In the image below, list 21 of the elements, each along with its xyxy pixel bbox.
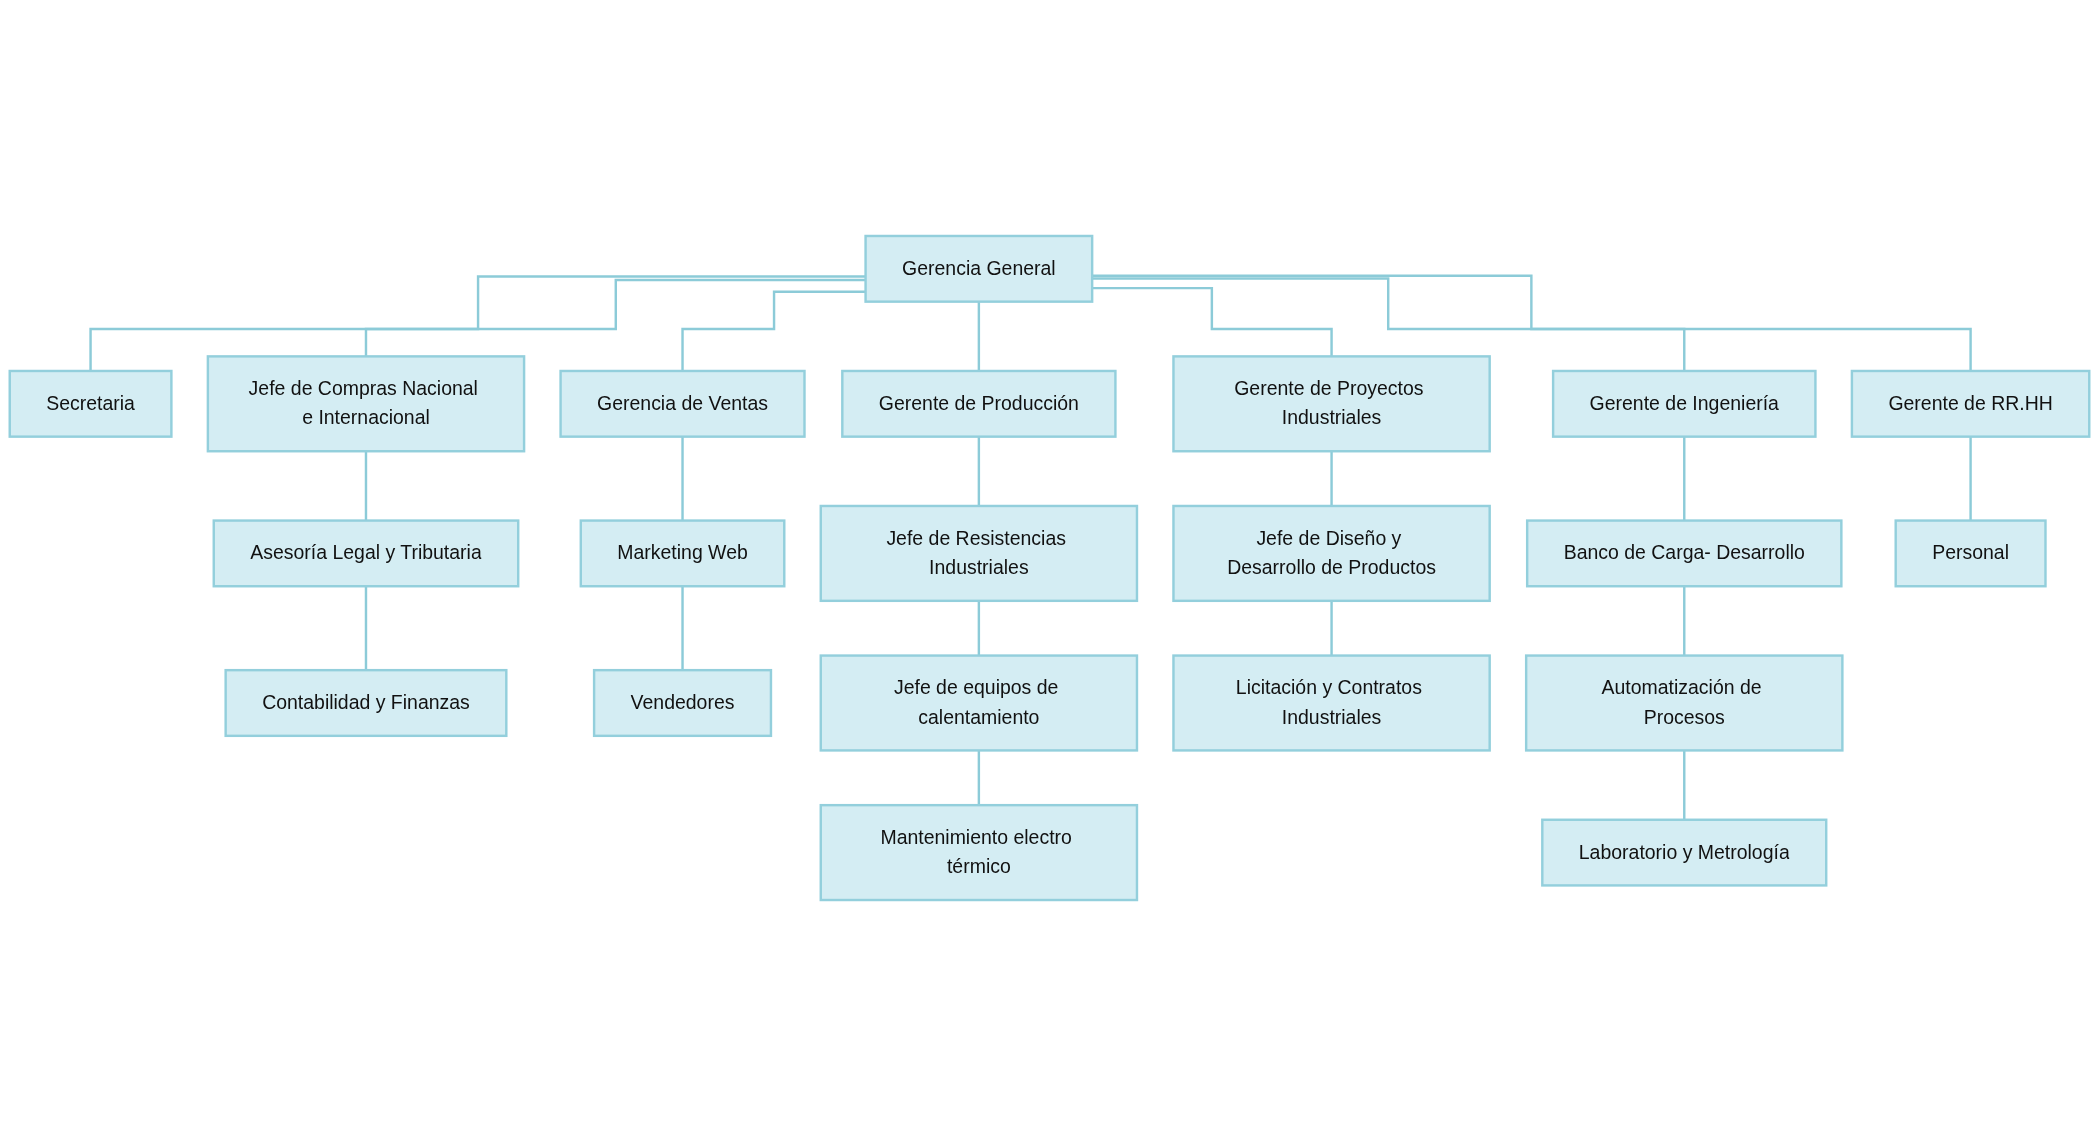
node-box: Contabilidad y Finanzas xyxy=(224,668,508,738)
node-box: Jefe de Resistencias Industriales xyxy=(819,504,1139,603)
node-box: Vendedores xyxy=(592,668,773,738)
node-box: Gerente de Producción xyxy=(841,369,1117,438)
node-box: Jefe de Compras Nacional e Internacional xyxy=(206,355,526,453)
node-box: Personal xyxy=(1894,519,2047,588)
node-box: Jefe de equipos de calentamiento xyxy=(819,654,1139,752)
node-box: Gerente de Ingeniería xyxy=(1551,369,1817,438)
node-box: Gerente de RR.HH xyxy=(1850,369,2091,438)
node-box: Banco de Carga- Desarrollo xyxy=(1525,519,1843,588)
node-box: Automatización de Procesos xyxy=(1524,654,1844,752)
node-box: Mantenimiento electro térmico xyxy=(819,803,1139,902)
node-box: Asesoría Legal y Tributaria xyxy=(212,519,520,588)
node-box: Gerencia de Ventas xyxy=(559,369,806,438)
node-box: Gerencia General xyxy=(864,234,1094,303)
node-box: Licitación y Contratos Industriales xyxy=(1172,654,1491,752)
node-box: Jefe de Diseño y Desarrollo de Productos xyxy=(1172,504,1491,603)
node-box: Laboratorio y Metrología xyxy=(1541,818,1828,887)
node-box: Secretaria xyxy=(8,369,173,438)
node-box: Gerente de Proyectos Industriales xyxy=(1172,355,1491,453)
node-box: Marketing Web xyxy=(579,519,786,588)
